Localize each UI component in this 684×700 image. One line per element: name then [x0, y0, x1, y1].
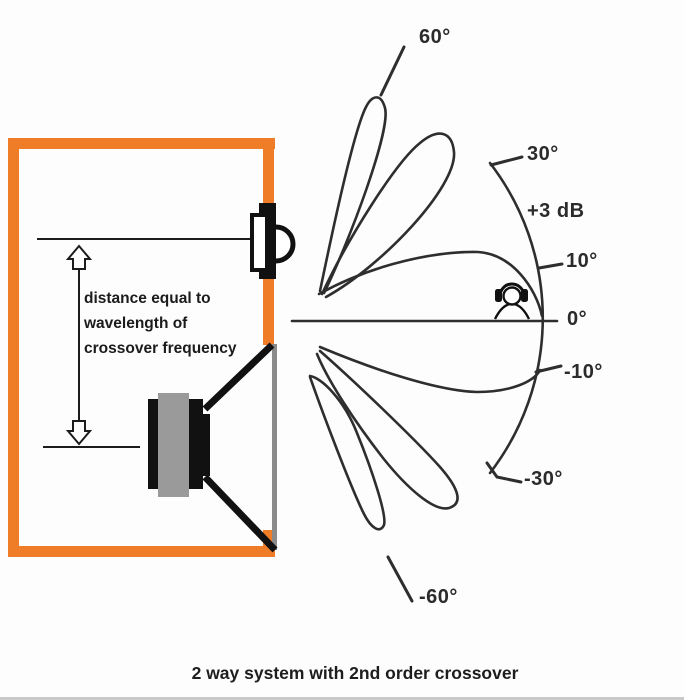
polar-scale [290, 45, 564, 603]
distance-annotation-line1: distance equal to [84, 290, 211, 307]
hollow-arrow-down-icon [65, 420, 93, 446]
tick-minus10deg [534, 364, 563, 374]
woofer [148, 342, 278, 553]
cabinet-left-wall [8, 138, 19, 557]
headphone-right-cup [521, 289, 528, 302]
label-60deg: 60° [419, 26, 451, 48]
bottom-edge-strip [0, 697, 684, 700]
label-30deg: 30° [527, 143, 559, 165]
tick-60deg [379, 45, 406, 97]
label-minus60deg: -60° [419, 586, 458, 608]
tweeter-dome-icon [275, 224, 296, 264]
woofer-front-plate [189, 399, 203, 489]
tick-10deg [537, 262, 564, 270]
woofer-cone-upper-edge [202, 342, 275, 412]
radiation-lobes [308, 96, 544, 531]
woofer-magnet [158, 393, 189, 497]
label-0deg: 0° [567, 308, 588, 330]
woofer-baffle-line [272, 344, 277, 550]
lobe-upper-narrow [318, 96, 387, 295]
headphone-left-cup [495, 289, 502, 302]
distance-annotation-line3: crossover frequency [84, 340, 237, 357]
woofer-back-plate [148, 399, 158, 489]
woofer-cone-lower-edge [202, 474, 278, 553]
label-10deg: 10° [566, 250, 598, 272]
tick-30deg [489, 155, 524, 167]
listener-shoulders [493, 302, 531, 320]
label-minus30deg: -30° [524, 468, 563, 490]
lobe-main-upper-edge [317, 250, 544, 318]
lobe-lower-narrow [308, 374, 386, 531]
label-plus3db: +3 dB [527, 200, 585, 222]
distance-annotation-line2: wavelength of [84, 315, 188, 332]
tick-minus60deg [386, 555, 414, 603]
reference-arc [488, 161, 545, 475]
hollow-arrow-up-icon [65, 244, 93, 270]
figure-caption: 2 way system with 2nd order crossover [191, 663, 519, 683]
tick-minus30deg [485, 461, 523, 484]
cabinet-bottom-wall [8, 546, 275, 557]
lobe-lower-wide [315, 349, 459, 510]
distance-dimension [37, 238, 252, 448]
tweeter-faceplate [250, 213, 269, 272]
listener-head [502, 286, 522, 306]
woofer-voice-coil [203, 414, 210, 476]
lobe-main-lower-edge [318, 345, 542, 394]
cabinet-top-wall [8, 138, 275, 149]
lobe-upper-wide [320, 132, 456, 299]
listener-with-headphones-icon [493, 282, 531, 320]
cabinet-right-wall-mid [263, 278, 274, 345]
cabinet-right-wall-upper [263, 138, 274, 204]
label-minus10deg: -10° [564, 361, 603, 383]
distance-annotation: distance equal to wavelength of crossove… [84, 286, 237, 361]
tweeter [250, 203, 296, 279]
